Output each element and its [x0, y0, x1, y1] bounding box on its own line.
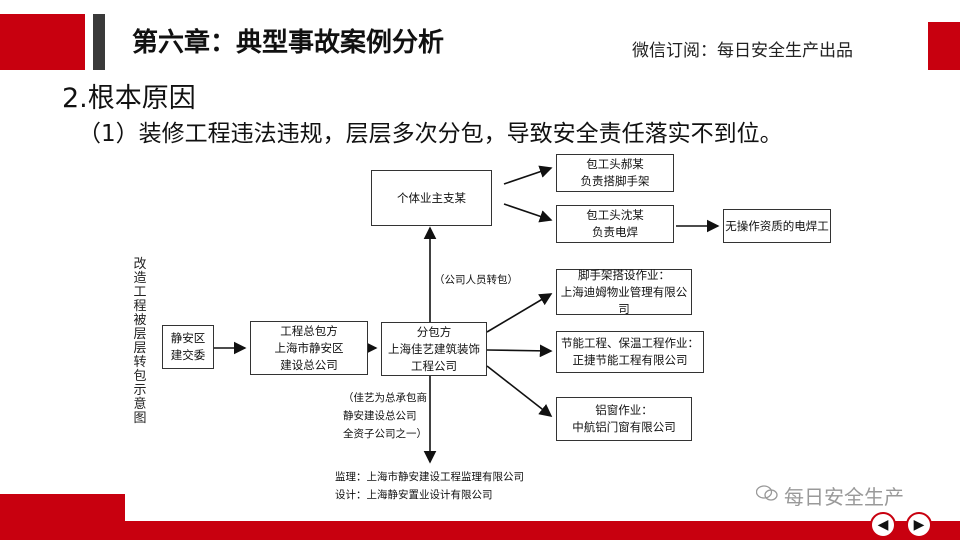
node-line: 上海市静安区	[274, 340, 344, 355]
node-line: 脚手架搭设作业：	[578, 267, 670, 282]
node-line: 工程总包方	[280, 323, 338, 338]
arrow-sub-window	[486, 365, 553, 417]
header-dark-bar	[93, 14, 105, 70]
arrow-individual-foreman1	[503, 165, 553, 185]
subscribe-text: 微信订阅：每日安全生产出品	[632, 41, 853, 61]
node-line: 正捷节能工程有限公司	[572, 353, 688, 367]
diagram-side-label: 改造工程被层层转包示意图	[133, 257, 147, 426]
node-line: 分包方	[416, 324, 452, 339]
header-red-bar-left	[0, 14, 85, 70]
note-company-transfer: （公司人员转包）	[434, 274, 518, 286]
prev-slide-button[interactable]: ◀	[870, 512, 896, 538]
node-line: 包工头沈某	[586, 208, 644, 222]
node-line: 静安区	[170, 331, 206, 345]
wechat-icon	[756, 485, 778, 501]
node-line: 个体业主支某	[397, 190, 466, 205]
arrow-right-icon: ▶	[913, 517, 925, 533]
node-line: 建交委	[170, 348, 206, 362]
node-line: 节能工程、保温工程作业：	[561, 336, 699, 350]
note-jiayi-line3: 全资子公司之一）	[343, 428, 427, 440]
slide-title: 第六章：典型事故案例分析	[132, 28, 445, 58]
node-line: 负责电焊	[592, 225, 638, 239]
section-heading: 2.根本原因	[62, 83, 196, 114]
note-supervision: 监理：上海市静安建设工程监理有限公司	[335, 471, 524, 483]
node-subcontractor: 分包方 上海佳艺建筑装饰 工程公司	[381, 322, 487, 376]
arrow-left-icon: ◀	[877, 517, 889, 533]
node-jingan: 静安区 建交委	[162, 325, 214, 369]
node-unqualified-welder: 无操作资质的电焊工	[723, 209, 831, 243]
note-design: 设计：上海静安置业设计有限公司	[335, 489, 493, 501]
arrow-sub-energy	[486, 344, 553, 358]
node-line: 负责搭脚手架	[580, 174, 650, 188]
node-general-contractor: 工程总包方 上海市静安区 建设总公司	[250, 321, 368, 375]
node-line: 无操作资质的电焊工	[725, 218, 829, 233]
arrow-sub-scaffold	[486, 293, 553, 333]
node-line: 工程公司	[411, 358, 457, 373]
footer-red-bar	[125, 521, 960, 540]
next-slide-button[interactable]: ▶	[906, 512, 932, 538]
node-foreman-hao: 包工头郝某 负责搭脚手架	[556, 154, 674, 192]
node-line: 包工头郝某	[586, 157, 644, 171]
node-individual-owner: 个体业主支某	[371, 170, 492, 226]
node-scaffold-work: 脚手架搭设作业： 上海迪姆物业管理有限公司	[556, 267, 692, 316]
node-line: 铝窗作业：	[595, 403, 653, 417]
note-jiayi-line2: 静安建设总公司	[343, 410, 417, 422]
node-energy-work: 节能工程、保温工程作业： 正捷节能工程有限公司	[556, 331, 704, 373]
footer-red-block	[0, 494, 125, 540]
node-line: 上海佳艺建筑装饰	[388, 341, 480, 356]
header-red-bar-right	[928, 22, 960, 70]
node-line: 上海迪姆物业管理有限公司	[560, 284, 688, 316]
node-foreman-shen: 包工头沈某 负责电焊	[556, 205, 674, 243]
arrow-individual-foreman2	[503, 203, 553, 223]
node-line: 建设总公司	[280, 357, 338, 372]
node-window-work: 铝窗作业： 中航铝门窗有限公司	[556, 397, 692, 441]
node-line: 中航铝门窗有限公司	[572, 420, 676, 434]
watermark-text: 每日安全生产	[784, 485, 904, 509]
cause-point: （1）装修工程违法违规，层层多次分包，导致安全责任落实不到位。	[78, 121, 783, 147]
note-jiayi-line1: （佳艺为总承包商	[343, 392, 427, 404]
